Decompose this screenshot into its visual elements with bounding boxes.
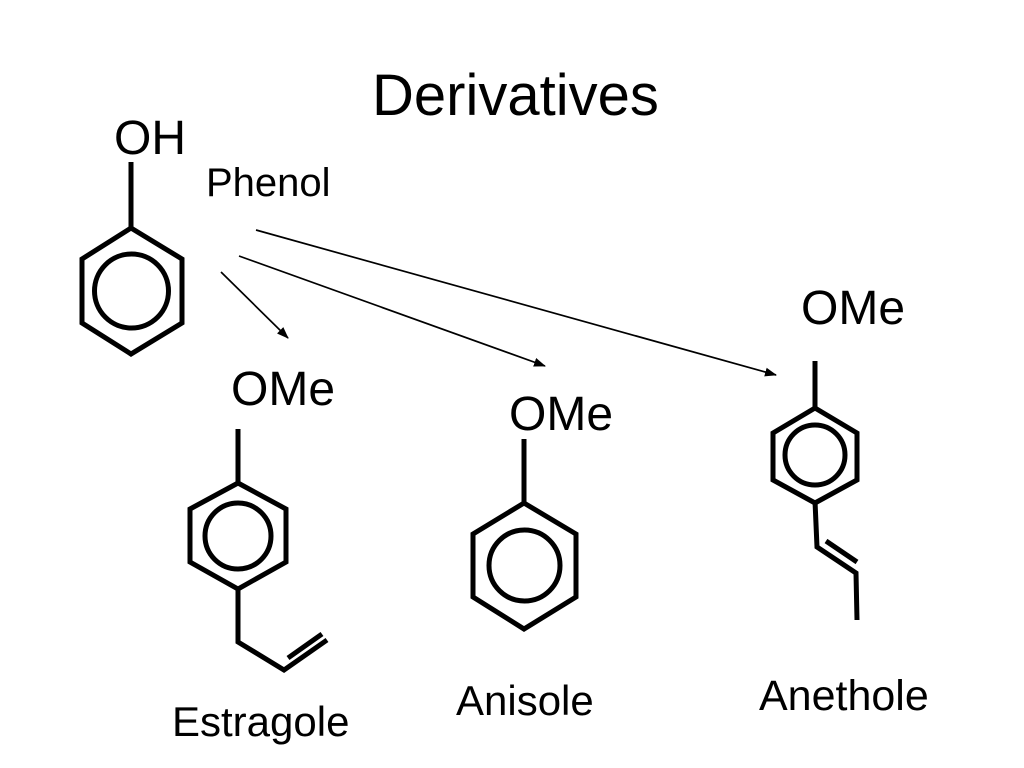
estragole-double-bond-line <box>286 631 324 661</box>
arrow-phenol-to-anethole <box>255 229 777 377</box>
anethole-name-label: Anethole <box>759 672 929 720</box>
phenol-oh-label: OH <box>114 112 186 165</box>
estragole-allyl-chain <box>235 587 329 673</box>
phenol-benzene-ring <box>79 225 185 357</box>
anethole-structure <box>770 361 860 621</box>
estragole-ome-label: OMe <box>231 363 336 416</box>
arrow-phenol-to-estragole <box>220 271 289 339</box>
anisole-name-label: Anisole <box>456 677 594 724</box>
anisole-ome-label: OMe <box>509 388 614 441</box>
slide-title: Derivatives <box>372 63 659 128</box>
anisole-structure <box>470 439 579 632</box>
anethole-double-bond-line <box>824 538 859 565</box>
anisole-aromatic-circle <box>486 527 563 604</box>
anethole-aromatic-circle <box>782 422 848 488</box>
anisole-benzene-ring <box>470 500 579 632</box>
anethole-ome-label: OMe <box>801 282 906 335</box>
estragole-name-label: Estragole <box>172 698 350 745</box>
phenol-aromatic-circle <box>92 251 171 331</box>
anethole-propenyl-chain <box>812 500 860 621</box>
estragole-aromatic-circle <box>202 500 274 572</box>
phenol-structure <box>79 162 185 357</box>
estragole-structure <box>187 429 329 673</box>
phenol-name-label: Phenol <box>206 161 331 205</box>
derivation-arrows <box>220 229 777 377</box>
arrow-phenol-to-anisole <box>238 255 546 367</box>
